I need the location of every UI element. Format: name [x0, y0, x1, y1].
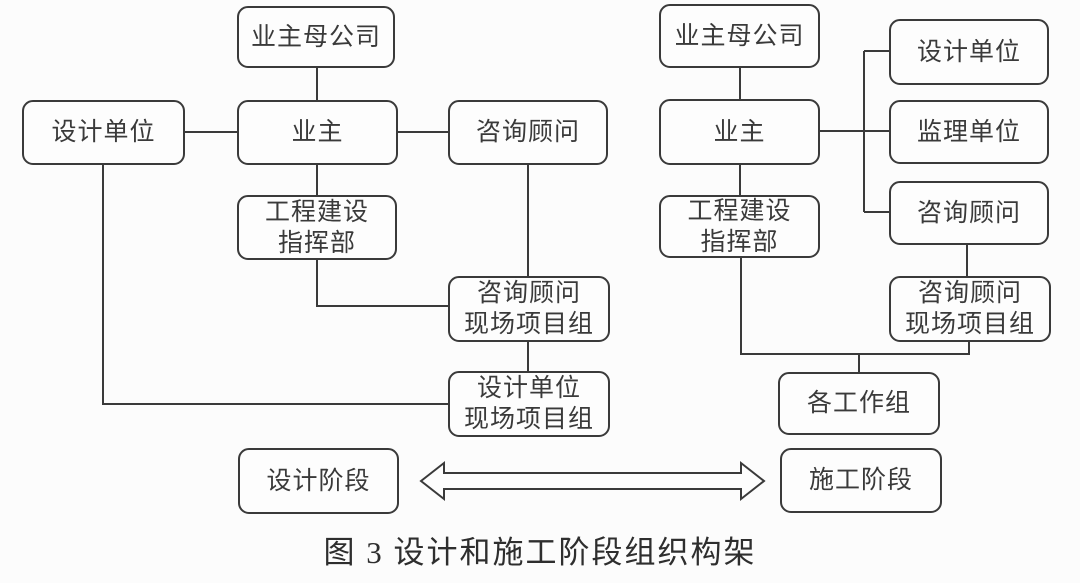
- node-label: 咨询顾问 现场项目组: [463, 280, 594, 338]
- node-construction-phase: 施工阶段: [780, 448, 942, 513]
- node-label: 各工作组: [806, 390, 911, 417]
- node-right-parent-company: 业主母公司: [659, 4, 820, 68]
- phase-double-arrow-icon: [419, 460, 766, 502]
- node-left-design-site-team: 设计单位 现场项目组: [448, 371, 610, 437]
- node-left-parent-company: 业主母公司: [237, 6, 395, 68]
- node-right-owner: 业主: [659, 99, 820, 165]
- node-label: 业主: [713, 118, 766, 146]
- node-label: 业主: [291, 119, 344, 146]
- node-left-consultant: 咨询顾问: [448, 100, 608, 165]
- node-label: 施工阶段: [808, 467, 913, 494]
- figure-caption: 图 3 设计和施工阶段组织构架: [323, 535, 757, 570]
- node-label: 业主母公司: [250, 23, 381, 51]
- connector-line: [102, 165, 448, 405]
- node-label: 设计阶段: [266, 467, 371, 495]
- connector-line: [316, 260, 448, 307]
- node-label: 监理单位: [916, 118, 1021, 146]
- node-left-consultant-site-team: 咨询顾问 现场项目组: [448, 276, 610, 342]
- node-right-design-unit: 设计单位: [889, 19, 1049, 85]
- node-design-phase: 设计阶段: [238, 448, 399, 514]
- node-label: 设计单位 现场项目组: [463, 375, 594, 433]
- node-label: 工程建设 指挥部: [264, 198, 369, 257]
- node-right-construction-hq: 工程建设 指挥部: [659, 195, 820, 258]
- node-label: 设计单位: [916, 38, 1021, 66]
- node-label: 咨询顾问: [916, 199, 1021, 227]
- node-left-construction-hq: 工程建设 指挥部: [237, 195, 397, 260]
- node-left-owner: 业主: [237, 100, 398, 165]
- connector-line: [740, 258, 970, 355]
- node-right-consultant-site-team: 咨询顾问 现场项目组: [889, 276, 1051, 342]
- node-work-groups: 各工作组: [778, 372, 940, 435]
- node-label: 咨询顾问 现场项目组: [904, 280, 1035, 338]
- node-label: 业主母公司: [674, 22, 805, 50]
- node-right-consultant: 咨询顾问: [889, 181, 1049, 245]
- node-label: 咨询顾问: [475, 119, 580, 146]
- node-left-design-unit: 设计单位: [22, 100, 185, 165]
- node-label: 工程建设 指挥部: [687, 197, 792, 256]
- node-label: 设计单位: [51, 119, 156, 146]
- node-right-supervision-unit: 监理单位: [889, 100, 1049, 164]
